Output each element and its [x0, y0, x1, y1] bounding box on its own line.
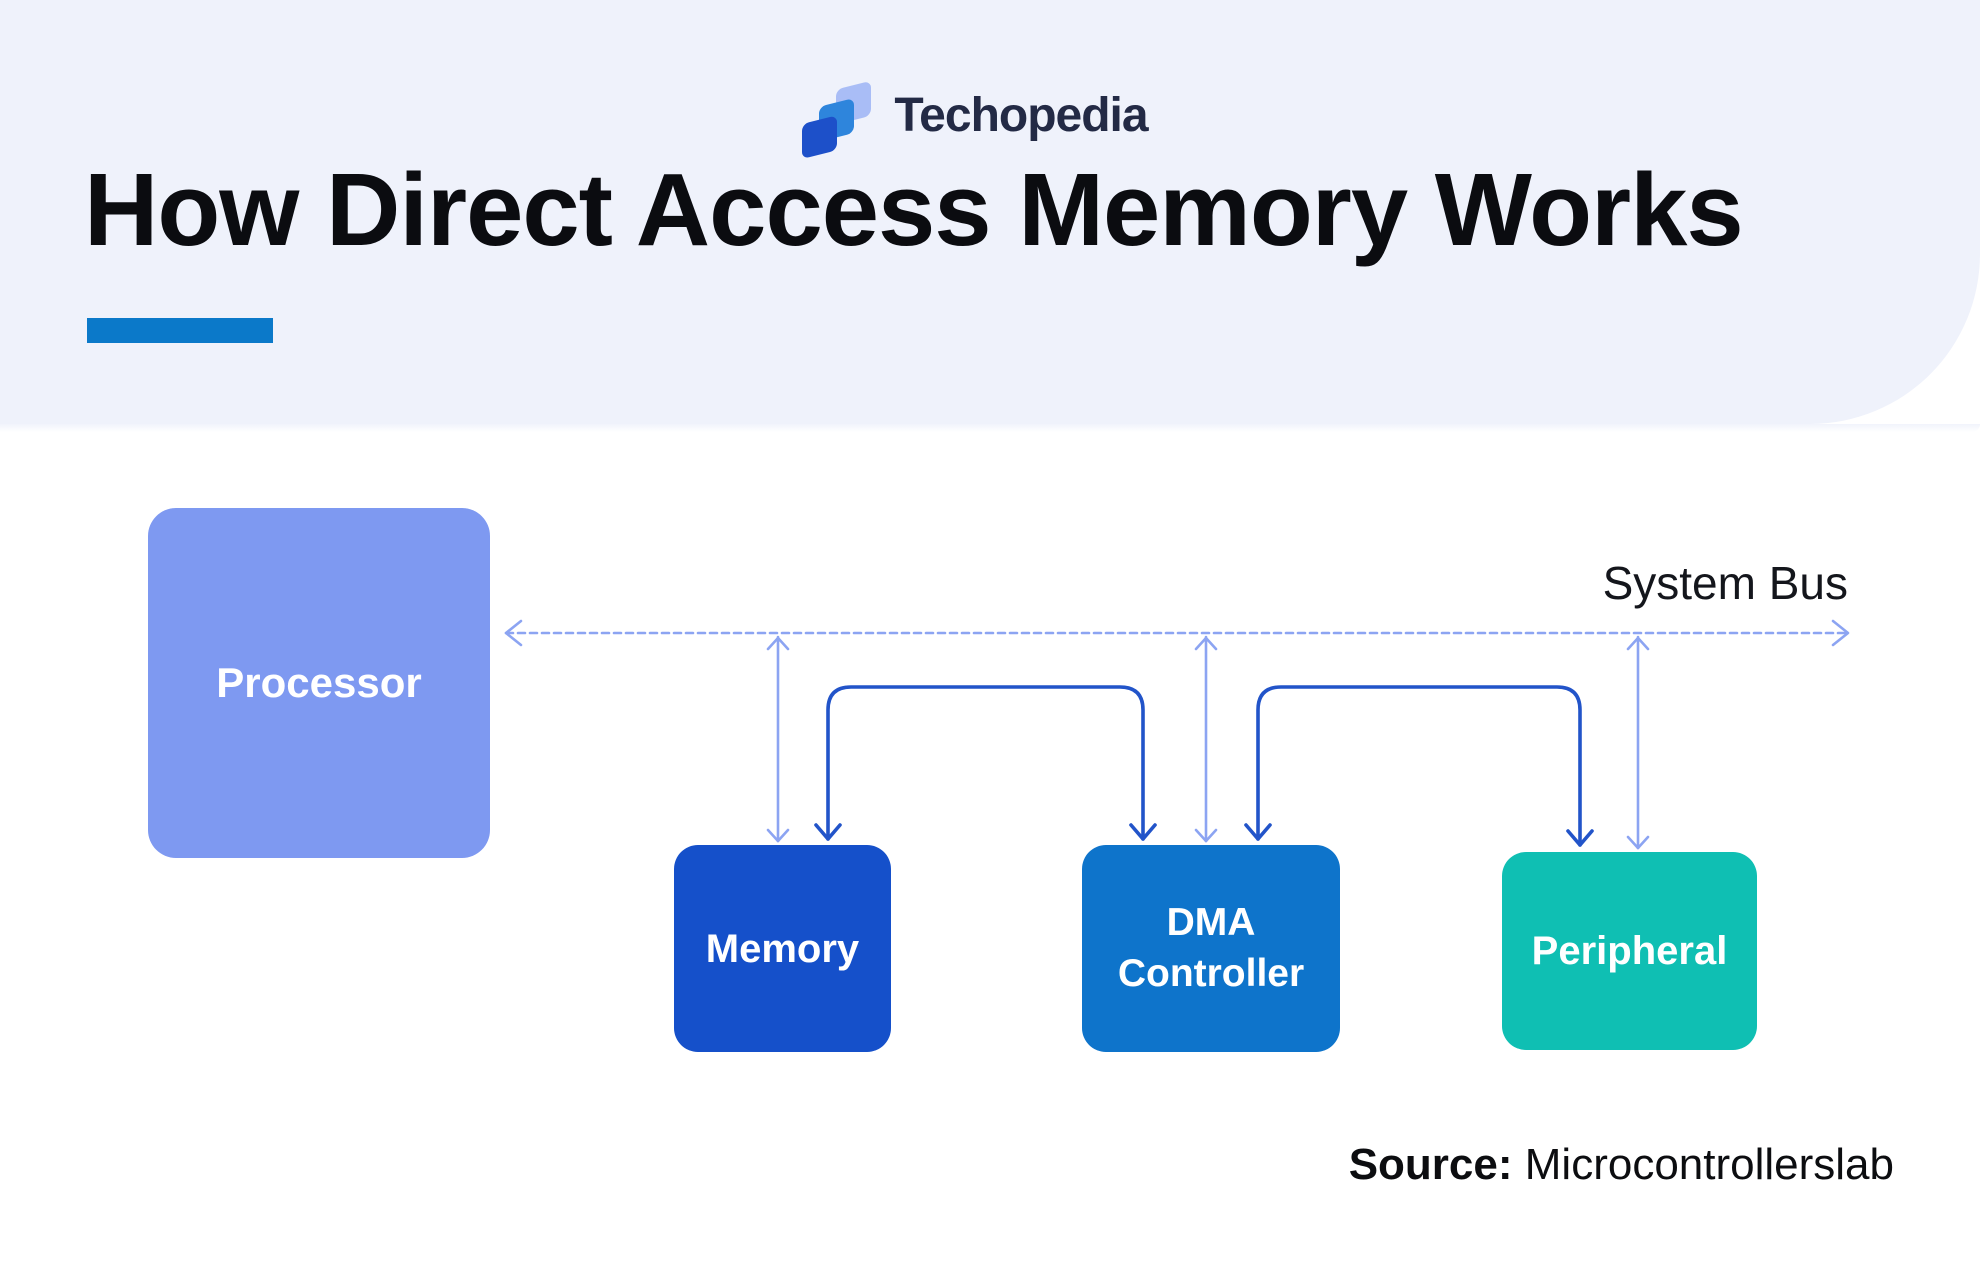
peripheral-node-label: Peripheral: [1531, 929, 1728, 973]
memory-dma-link: [814, 685, 1157, 841]
peripheral-node: Peripheral: [1502, 852, 1757, 1050]
techopedia-logo: Techopedia: [0, 72, 1964, 158]
page-title: How Direct Access Memory Works: [84, 152, 1744, 267]
source-attribution: Source: Microcontrollerslab: [1349, 1140, 1894, 1190]
source-value: Microcontrollerslab: [1524, 1140, 1894, 1189]
source-label: Source:: [1348, 1140, 1513, 1189]
bus-memory-connector: [766, 635, 790, 843]
bus-peripheral-connector: [1626, 635, 1650, 850]
techopedia-logo-icon: [802, 82, 872, 158]
processor-node: Processor: [148, 508, 490, 858]
system-bus-label: System Bus: [1602, 557, 1848, 609]
memory-node: Memory: [674, 845, 891, 1052]
header-band: [0, 0, 1980, 432]
brand-wordmark: Techopedia: [894, 88, 1148, 142]
bus-dma-connector: [1194, 635, 1218, 843]
dma-controller-node: DMA Controller: [1082, 845, 1340, 1052]
dma-controller-node-label: DMA Controller: [1117, 900, 1305, 995]
system-bus-line: [504, 619, 1850, 647]
processor-node-label: Processor: [216, 658, 422, 706]
memory-node-label: Memory: [705, 926, 860, 971]
title-underline-bar: [87, 318, 273, 343]
dma-peripheral-link: [1244, 685, 1594, 847]
